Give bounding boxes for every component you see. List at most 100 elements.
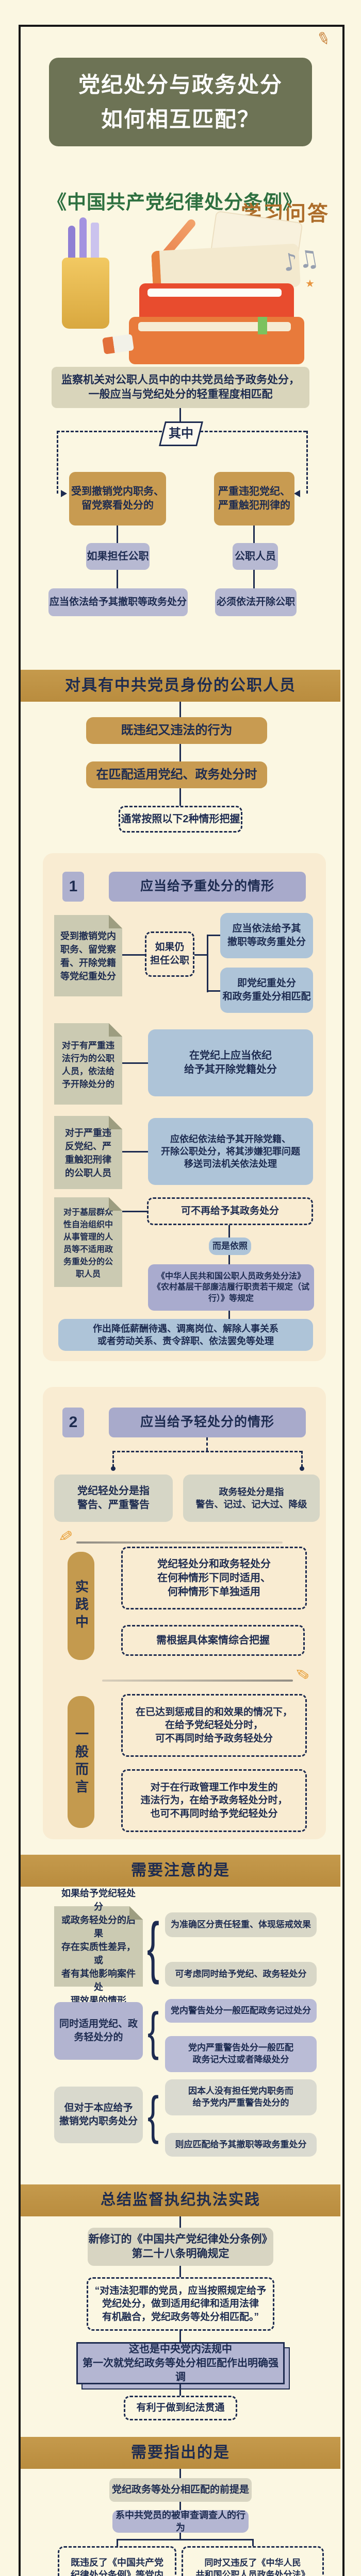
note-criminal: 对于严重违 反党纪、严 重触犯刑律 的公职人员 [54,1116,122,1189]
connector [122,1211,147,1212]
practice-answer: 需根据具体案情综合把握 [121,1625,305,1656]
arrow-right-icon [61,490,67,497]
note-serious-illegal: 对于有严重违 法行为的公职 人员，依法给 予开除处分的 [54,1023,122,1105]
page-title-text: 党纪处分与政务处分如何相互匹配？ [78,72,283,131]
connector [179,2331,181,2342]
pointed-violation-discipline: 既违反了《中国共产党 纪律处分条例》等党内 法规的规定构成违纪 [58,2546,176,2576]
res-expel-both: 应依纪依法给予其开除党籍、 开除公职处分，将其涉嫌犯罪问题 移送司法机关依法处理 [148,1118,313,1185]
note-heavy-discipline: 受到撤销党内 职务、留党察 看、开除党籍 等党纪重处分 [54,915,122,996]
notice2-item1: 党内警告处分一般匹配政务记过处分 [165,1999,317,2023]
connector [194,954,208,956]
notice2-item2: 党内严重警告处分一般匹配 政务记大过或者降级处分 [165,2036,317,2072]
banner-attention: 需要注意的是 [21,1855,340,1887]
tab-in-practice: 实践中 [68,1552,94,1660]
qizhong-label: 其中 [159,421,203,446]
cond-no-gov-punish: 可不再给予其政务处分 [147,1197,313,1225]
brace: { [147,2086,159,2144]
arrow-left-icon [294,490,300,497]
summary-benefit: 有利于做到纪法贯通 [124,2396,237,2420]
panel2-title: 应当给予轻处分的情形 [109,1408,306,1437]
brace: { [147,2002,159,2060]
outer-frame [19,25,344,2576]
res-match: 即党纪重处分 和政务重处分相匹配 [220,968,313,1013]
notice1-item2: 可考虑同时给予党纪、政务轻处分 [165,1962,317,1987]
notice1-note: 如果给予党纪轻处分 或政务轻处分的后果 存在实质性差异，或 者有其他影响案件处 … [54,1888,143,2006]
brace: { [146,1908,160,1985]
connector [179,2266,181,2277]
connector [117,2539,254,2540]
pointed-behavior: 系中共党员的被审查调查人的行为 [112,2510,249,2533]
summary-first-time: 这也是中央党内法规中 第一次就党纪政务等处分相匹配作出明确强调 [76,2342,285,2384]
connector [117,570,118,588]
panel2-number: 2 [59,1408,84,1441]
summary-quote: “对违法犯罪的党员，应当按照规定给予 党纪处分，做到适用纪律和适用法律 有机融合… [87,2277,274,2331]
pointed-premise: 党纪政务等处分相匹配的前提是 [109,2478,252,2502]
connector [179,744,181,761]
banner-summary: 总结监督执纪执法实践 [21,2184,340,2216]
connector [179,2502,181,2510]
connector [253,526,255,543]
condition-left: 如果担任公职 [86,543,150,570]
panel1-number: 1 [59,872,84,905]
connector [122,1062,148,1064]
star-icon: ★ [305,277,315,290]
connector [208,935,220,936]
connector [117,526,118,543]
bookmark-icon [258,317,267,334]
gov-light-def: 政务轻处分是指 警告、记过、记大过、降级 [183,1475,320,1522]
flow-matching: 在匹配适用党纪、政务处分时 [86,761,267,788]
connector [228,1225,230,1238]
connector [179,2533,181,2539]
book-bottom-icon [129,317,304,364]
res-demotion: 应当依法给予其 撤职等政务重处分 [220,913,313,958]
dot [300,1466,304,1471]
connector [179,702,181,717]
condition-right: 公职人员 [233,543,278,570]
res-other-handling: 作出降低薪酬待遇、调离岗位、解除人事关系 或者劳动关系、责令辞职、依法罢免等处理 [58,1319,313,1351]
result-left: 应当依法给予其撤职等政务处分 [48,588,188,616]
pencil-purple-icon [68,226,75,268]
connector [228,1311,230,1319]
book-pages [147,289,282,297]
connector [179,2216,181,2228]
connector [122,954,145,956]
dashed-connector [301,1451,303,1467]
dot [111,1466,116,1471]
books-illustration: ♪♫ ★ [41,210,340,381]
connector [228,1255,230,1264]
notice3-item2: 则应匹配给予其撤职等政务重处分 [165,2133,317,2157]
branch-right-card: 严重违犯党纪、 严重触犯刑律的 [214,472,294,526]
but-follow: 而是依照 [209,1238,251,1255]
generally-case1: 在已达到惩戒目的和效果的情况下， 在给予党纪轻处分时， 可不再同时给予政务轻处分 [121,1694,307,1757]
generally-case2: 对于在行政管理工作中发生的 违法行为，在给予政务轻处分时， 也可不再同时给予党纪… [121,1769,307,1832]
dashed-connector [57,431,58,494]
notice2-note: 同时适用党纪、政 务轻处分的 [54,2002,143,2060]
pointed-violation-law: 同时又违反了《中华人民 共和国公职人员政务处分法》 等国家法律法规的规定构成违法 [182,2546,324,2576]
dashed-connector [206,1437,208,1451]
panel1-title: 应当给予重处分的情形 [109,872,306,902]
note-grassroots: 对于基层群众 性自治组织中 从事管理的人 员等不适用政 务重处分的公 职人员 [54,1197,122,1287]
connector [252,2540,254,2546]
dashed-connector [306,431,308,494]
connector [179,408,181,421]
connector [122,1151,148,1153]
law-basis: 《中华人民共和国公职人员政务处分法》 《农村基层干部廉洁履行职责若干规定（试 行… [148,1264,314,1311]
connector [208,990,220,992]
cond-still-office: 如果仍 担任公职 [145,931,194,977]
dashed-connector [112,1451,302,1452]
divider-line [102,1680,293,1682]
tab-generally: 一般而言 [68,1696,94,1828]
connector [179,2384,181,2396]
dashed-connector [112,1451,114,1467]
regulation-subtitle: 《中国共产党纪律处分条例》 [47,192,302,213]
practice-question: 党纪轻处分和政务轻处分 在何种情形下同时适用、 何种情形下单独适用 [121,1547,307,1609]
intro-statement: 监察机关对公职人员中的中共党员给予政务处分，一般应当与党纪处分的轻重程度相匹配 [52,367,309,408]
connector [179,2469,181,2478]
dashed-connector [57,431,162,432]
notice1-item1: 为准确区分责任轻重、体现惩戒效果 [165,1912,317,1937]
banner-pointed: 需要指出的是 [21,2437,340,2469]
pencil-violet-icon [79,217,87,268]
divider-line [76,1541,283,1544]
notice3-note: 但对于本应给予 撤销党内职务处分 [54,2087,143,2143]
